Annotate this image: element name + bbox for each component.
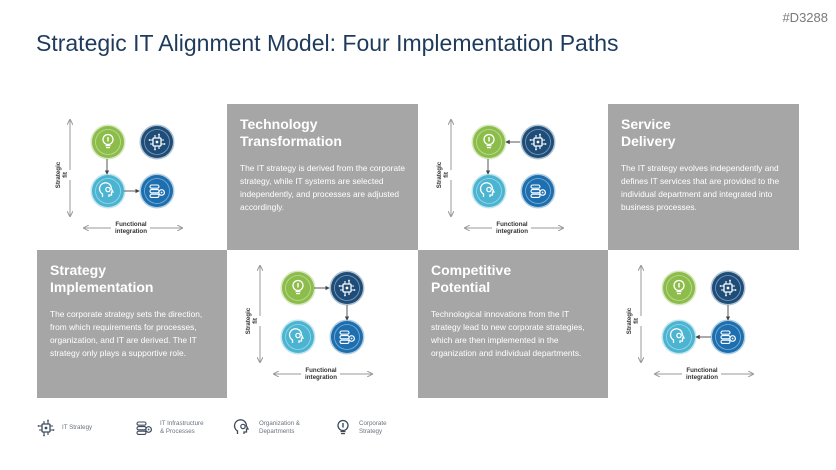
card-heading: Service Delivery: [621, 116, 676, 149]
card-competitive-potential: Competitive Potential Technological inno…: [418, 250, 608, 398]
y-axis-label: Strategicfit: [245, 307, 259, 334]
legend-it-infrastructure: IT Infrastructure & Processes: [134, 418, 204, 438]
card-service-delivery: Service Delivery The IT strategy evolves…: [608, 104, 799, 250]
organization-circle: [280, 319, 316, 355]
legend-label: IT Strategy: [62, 424, 93, 431]
bulb-icon: [337, 419, 349, 435]
card-strategy-implementation: Strategy Implementation The corporate st…: [37, 250, 227, 398]
card-heading: Competitive Potential: [431, 262, 512, 295]
y-axis-label: Strategicfit: [436, 161, 450, 188]
it-infrastructure-circle: [329, 319, 365, 355]
card-text: The IT strategy is derived from the corp…: [240, 163, 406, 212]
card-technology-transformation: Technology Transformation The IT strateg…: [227, 104, 418, 250]
legend-organization: Organization & Departments: [233, 418, 300, 438]
corporate-strategy-circle: [280, 270, 316, 306]
it-strategy-circle: [139, 124, 175, 160]
legend-label: Organization & Departments: [259, 420, 300, 435]
legend-it-strategy: IT Strategy: [36, 418, 92, 438]
it-infrastructure-circle: [520, 173, 556, 209]
chip-icon: [37, 419, 55, 437]
it-strategy-circle: [329, 270, 365, 306]
corporate-strategy-circle: [471, 124, 507, 160]
card-heading: Technology Transformation: [240, 116, 342, 149]
organization-circle: [661, 319, 697, 355]
legend-corporate-strategy: Corporate Strategy: [333, 418, 387, 438]
legend-label: Corporate Strategy: [359, 420, 387, 435]
it-strategy-circle: [520, 124, 556, 160]
card-text: Technological innovations from the IT st…: [431, 309, 585, 358]
y-axis-label: Strategicfit: [55, 161, 69, 188]
legend-label: IT Infrastructure & Processes: [160, 420, 204, 435]
head-gear-icon: [233, 419, 250, 434]
it-strategy-circle: [710, 270, 746, 306]
y-axis-label: Strategicfit: [626, 307, 640, 334]
gears-icon: [136, 421, 152, 435]
it-infrastructure-circle: [710, 319, 746, 355]
corporate-strategy-circle: [661, 270, 697, 306]
document-code: #D3288: [782, 10, 828, 25]
it-infrastructure-circle: [139, 173, 175, 209]
page-title: Strategic IT Alignment Model: Four Imple…: [36, 30, 619, 56]
organization-circle: [471, 173, 507, 209]
organization-circle: [90, 173, 126, 209]
card-text: The IT strategy evolves independently an…: [621, 163, 780, 212]
card-text: The corporate strategy sets the directio…: [50, 309, 203, 358]
card-heading: Strategy Implementation: [50, 262, 154, 295]
corporate-strategy-circle: [90, 124, 126, 160]
